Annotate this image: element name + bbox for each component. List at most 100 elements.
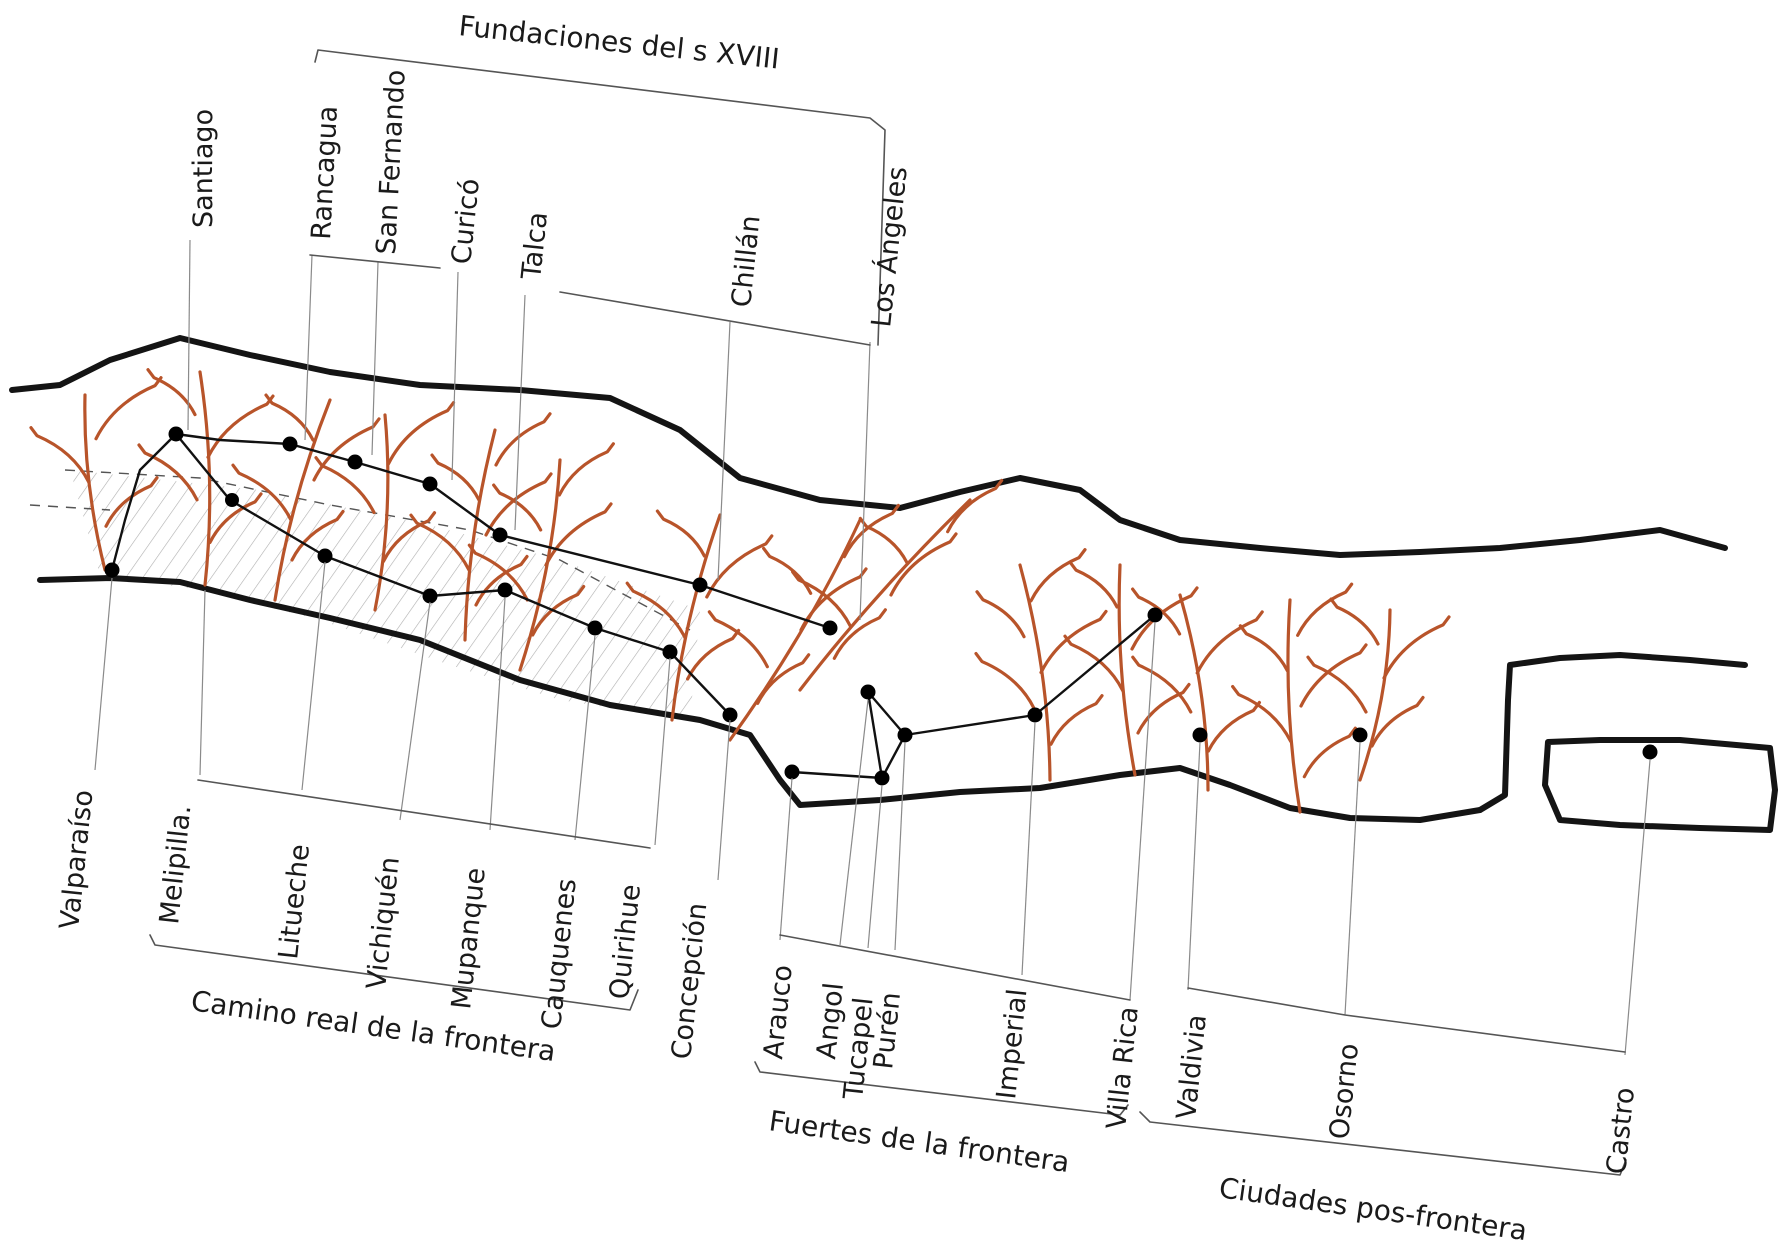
group-label-camino-real: Camino real de la frontera — [189, 984, 558, 1068]
place-label-santiago: Santiago — [188, 109, 219, 228]
town-marker-chillan[interactable] — [692, 577, 708, 593]
dashed-line-north — [64, 469, 691, 631]
place-label-vichiquen: Vichiquén — [361, 855, 406, 990]
town-marker-villa-rica[interactable] — [1147, 607, 1163, 623]
road-santiago-coast — [174, 432, 732, 717]
town-marker-osorno[interactable] — [1352, 727, 1368, 743]
town-marker-curico[interactable] — [422, 476, 438, 492]
andes-border — [9, 335, 1728, 558]
town-marker-unlabeled-2[interactable] — [318, 549, 332, 563]
leader-line-curico — [451, 271, 459, 481]
leader-line-melipilla — [199, 589, 206, 776]
leader-line-santiago — [187, 239, 191, 431]
pacific-coast — [37, 575, 1483, 823]
leader-line-villa-rica — [1129, 621, 1156, 1001]
chiloe-island — [1542, 737, 1778, 833]
place-label-los-angeles: Los Ángeles — [865, 165, 914, 329]
leader-line-tucapel — [867, 784, 883, 949]
road-santiago-inland — [174, 432, 832, 630]
leader-line-puren — [894, 741, 906, 951]
place-label-imperial: Imperial — [991, 987, 1033, 1100]
place-label-curico: Curicó — [446, 177, 486, 266]
town-markers — [104, 426, 1658, 786]
leader-line-vichiquen — [399, 601, 431, 821]
town-marker-unlabeled-1[interactable] — [225, 493, 239, 507]
place-label-cauquenes: Cauquenes — [536, 877, 583, 1031]
place-label-osorno: Osorno — [1324, 1042, 1365, 1141]
place-label-litueche: Litueche — [273, 843, 316, 961]
town-marker-arauco[interactable] — [784, 764, 800, 780]
town-marker-mupanque[interactable] — [497, 582, 513, 598]
town-marker-tucapel[interactable] — [874, 770, 890, 786]
river-14 — [1306, 597, 1451, 782]
town-marker-quirihue[interactable] — [662, 644, 678, 660]
river-2 — [137, 368, 275, 587]
place-label-puren: Purén — [868, 991, 907, 1071]
town-marker-puren[interactable] — [897, 727, 913, 743]
place-label-san-fernando: San Fernando — [371, 69, 412, 255]
leader-line-rancagua — [304, 254, 313, 441]
group-label-fuertes: Fuertes de la frontera — [767, 1104, 1072, 1179]
place-label-arauco: Arauco — [758, 963, 799, 1060]
town-marker-los-angeles[interactable] — [822, 620, 838, 636]
leader-line-concepcion — [717, 719, 731, 881]
town-marker-castro[interactable] — [1642, 744, 1658, 760]
place-label-rancagua: Rancagua — [306, 105, 344, 240]
river-4 — [314, 401, 456, 612]
leader-line-arauco — [779, 777, 793, 941]
town-marker-imperial[interactable] — [1027, 707, 1043, 723]
leader-line-quirihue — [654, 657, 671, 846]
bracket-fuertes-top — [779, 934, 1131, 1001]
town-marker-angol[interactable] — [860, 684, 876, 700]
town-marker-vichiquen[interactable] — [422, 588, 438, 604]
river-12 — [1131, 587, 1264, 792]
bracket-fundaciones — [314, 49, 886, 346]
road-arauco-angol — [790, 690, 884, 780]
town-marker-valdivia[interactable] — [1192, 727, 1208, 743]
place-label-chillan: Chillán — [726, 214, 766, 309]
place-label-melipilla: Melipilla. — [154, 803, 197, 925]
river-13 — [1231, 582, 1368, 814]
bracket-ciudades-pos — [1139, 1111, 1627, 1176]
dashed-line-west — [29, 504, 111, 511]
leader-line-valdivia — [1187, 741, 1201, 991]
group-label-fundaciones: Fundaciones del s XVIII — [457, 9, 781, 75]
river-10 — [974, 548, 1108, 782]
bracket-fundaciones-sub — [309, 254, 441, 269]
bracket-fundaciones-sub2 — [559, 291, 871, 346]
river-8 — [707, 503, 900, 742]
town-marker-santiago[interactable] — [168, 426, 184, 442]
town-marker-concepcion[interactable] — [722, 707, 738, 723]
hatched-valley-zone — [70, 470, 700, 720]
leader-line-los-angeles — [859, 341, 871, 621]
place-label-valparaiso: Valparaíso — [54, 788, 99, 930]
town-marker-san-fernando[interactable] — [347, 454, 363, 470]
town-marker-talca[interactable] — [492, 527, 508, 543]
leader-line-osorno — [1344, 741, 1361, 1016]
town-marker-rancagua[interactable] — [282, 436, 298, 452]
leader-line-angol — [839, 699, 869, 946]
leader-line-mupanque — [489, 597, 506, 831]
leader-line-chillan — [717, 321, 731, 581]
river-1 — [29, 376, 163, 572]
bracket-camino-real — [149, 934, 639, 1011]
southern-mainland-edge — [1477, 652, 1748, 813]
group-label-ciudades-pos: Ciudades pos-frontera — [1217, 1171, 1529, 1247]
rivers — [29, 368, 1451, 814]
bracket-fuertes — [754, 1061, 1129, 1116]
town-marker-cauquenes[interactable] — [587, 620, 603, 636]
river-3 — [231, 393, 381, 602]
leader-line-talca — [514, 294, 526, 531]
place-label-talca: Talca — [516, 210, 554, 281]
leader-line-litueche — [301, 561, 326, 791]
bracket-camino-real-top — [197, 779, 651, 849]
bracket-ciudades-pos-top — [1187, 987, 1626, 1053]
place-label-valdivia: Valdivia — [1171, 1013, 1213, 1121]
river-11 — [1063, 560, 1199, 777]
place-label-quirihue: Quirihue — [604, 883, 647, 1001]
town-marker-valparaiso[interactable] — [104, 562, 120, 578]
leader-line-cauquenes — [574, 634, 596, 841]
leader-line-imperial — [1021, 721, 1036, 976]
